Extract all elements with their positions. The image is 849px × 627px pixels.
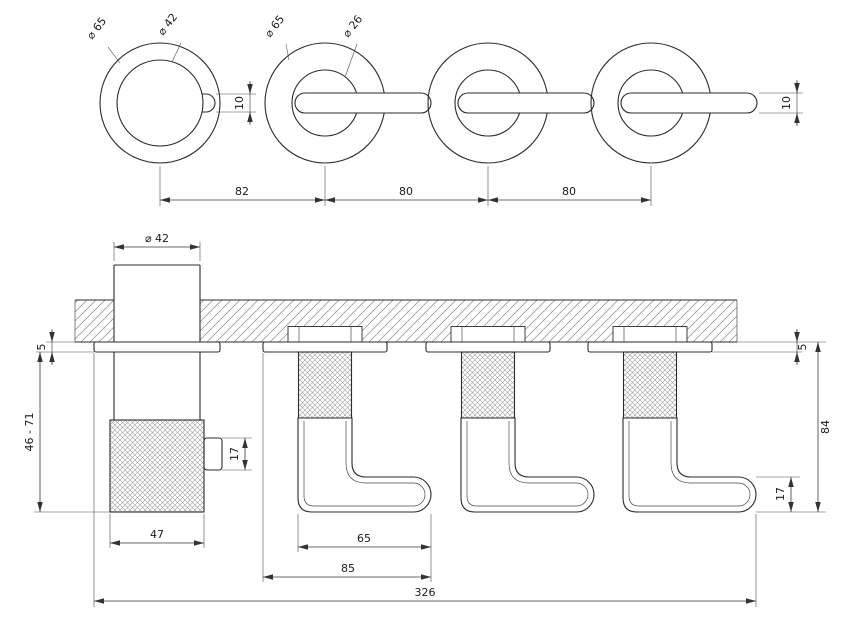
dim-overall-width: 326 <box>415 586 436 599</box>
knob-side-stub <box>203 437 223 471</box>
handle-1-knurled-stem <box>297 351 353 419</box>
knob-stub-plan <box>202 93 216 113</box>
handle-2-lever-inner-contour <box>466 421 589 507</box>
dim-knob-stub: 17 <box>228 447 241 461</box>
wall-section <box>74 299 738 343</box>
dim-spacing-3: 80 <box>562 185 576 198</box>
leader-dia42-knob <box>171 42 182 63</box>
handle-1-lever-inner-contour <box>303 421 426 507</box>
knob-dia-inner-label: ⌀ 42 <box>155 11 180 38</box>
dim-exposed-range: 46 - 71 <box>23 413 36 452</box>
handle-1-plan: ⌀ 65 ⌀ 26 <box>262 13 432 164</box>
dim-handle-overall: 85 <box>341 562 355 575</box>
knob-knurled-grip <box>109 419 205 513</box>
dim-knob-stub-height: 10 <box>233 96 246 110</box>
handle-dia-knurl-label: ⌀ 26 <box>340 13 365 40</box>
dim-spacing-2: 80 <box>399 185 413 198</box>
handle-3-knurled-stem <box>622 351 678 419</box>
handle-3-plan <box>590 42 758 164</box>
dim-flange-thickness-right: 5 <box>796 344 809 351</box>
handle-1-lever <box>297 417 432 513</box>
handle-1-flange <box>262 341 388 353</box>
handle-3-flange <box>587 341 713 353</box>
knob-escutcheon-circle <box>99 42 221 164</box>
front-view-dimensions: ⌀ 42 5 46 - 71 17 47 <box>23 232 832 607</box>
handle-assembly-3 <box>587 341 757 513</box>
dim-lever-height: 10 <box>780 96 793 110</box>
handle-3-lever <box>622 417 757 513</box>
dim-flange-thickness-left: 5 <box>35 344 48 351</box>
dim-knob-knurl-width: 47 <box>150 528 164 541</box>
leader-dia26-handle <box>344 43 358 78</box>
dim-spacing-1: 82 <box>235 185 249 198</box>
wall-cutout-knob <box>114 299 200 343</box>
knob-circle <box>116 59 204 147</box>
handle-assembly-2 <box>425 341 595 513</box>
handle-2-lever-plan <box>457 92 595 114</box>
top-view-dimensions: 82 80 80 10 10 <box>159 80 803 206</box>
knob-flange <box>93 341 221 353</box>
knob-dia-outer-label: ⌀ 65 <box>84 15 109 42</box>
dim-lever-arm: 65 <box>357 532 371 545</box>
handle-2-flange <box>425 341 551 353</box>
knob-assembly <box>93 264 223 513</box>
front-view: ⌀ 42 5 46 - 71 17 47 <box>23 232 832 607</box>
handle-3-lever-plan <box>620 92 758 114</box>
top-view: ⌀ 65 ⌀ 42 ⌀ 65 ⌀ 26 <box>84 11 803 206</box>
knob-plan: ⌀ 65 ⌀ 42 <box>84 11 221 164</box>
handle-1-lever-plan <box>294 92 432 114</box>
leader-dia65-handle <box>285 43 290 61</box>
handle-2-plan <box>427 42 595 164</box>
handle-dia-outer-label: ⌀ 65 <box>262 13 287 40</box>
leader-dia65-knob <box>107 46 121 64</box>
handle-2-lever <box>460 417 595 513</box>
dim-lever-thickness: 17 <box>774 487 787 501</box>
dim-knob-dia: ⌀ 42 <box>145 232 169 245</box>
handle-2-knurled-stem <box>460 351 516 419</box>
handle-3-lever-inner-contour <box>628 421 751 507</box>
handle-assembly-1 <box>262 341 432 513</box>
dim-overall-projection: 84 <box>819 420 832 434</box>
